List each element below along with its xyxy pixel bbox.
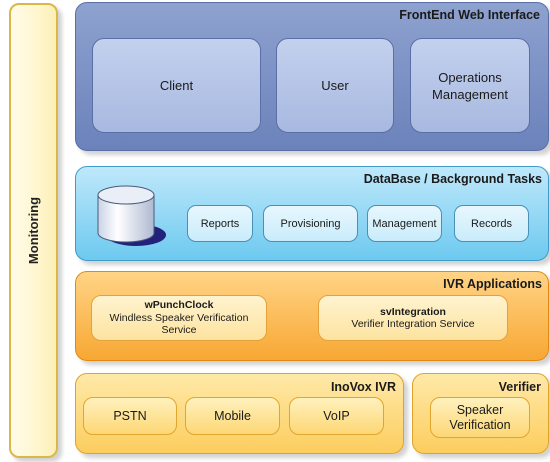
frontend-box-operations-management: Operations Management	[410, 38, 530, 133]
database-title: DataBase / Background Tasks	[363, 172, 542, 186]
frontend-box-client: Client	[92, 38, 261, 133]
database-box-label: Management	[372, 217, 437, 230]
ivr-app-name: svIntegration	[380, 305, 446, 318]
ivr-app-wpunchclock: wPunchClock Windless Speaker Verificatio…	[91, 295, 267, 341]
database-box-reports: Reports	[187, 205, 253, 242]
verifier-title: Verifier	[498, 380, 541, 394]
frontend-box-label: Operations Management	[432, 69, 508, 102]
verifier-box-speaker-verification: Speaker Verification	[430, 397, 530, 438]
database-cylinder-icon	[97, 185, 166, 246]
inovox-box-voip: VoIP	[289, 397, 384, 435]
database-box-label: Provisioning	[280, 217, 341, 230]
inovox-box-mobile: Mobile	[185, 397, 280, 435]
frontend-title: FrontEnd Web Interface	[399, 8, 540, 22]
inovox-box-pstn: PSTN	[83, 397, 177, 435]
inovox-box-label: Mobile	[214, 409, 251, 423]
inovox-ivr-title: InoVox IVR	[330, 380, 396, 394]
database-box-provisioning: Provisioning	[263, 205, 358, 242]
monitoring-panel	[9, 3, 58, 458]
database-box-label: Records	[471, 217, 512, 230]
ivr-app-description: Windless Speaker Verification Service	[109, 311, 249, 337]
database-box-label: Reports	[200, 217, 240, 230]
monitoring-label-wrap: Monitoring	[9, 3, 58, 458]
frontend-box-label: Client	[159, 78, 194, 93]
ivr-app-name: wPunchClock	[144, 299, 214, 312]
database-box-management: Management	[367, 205, 442, 242]
inovox-box-label: PSTN	[113, 409, 147, 423]
ivr-app-svintegration: svIntegration Verifier Integration Servi…	[318, 295, 508, 341]
ivr-applications-title: IVR Applications	[443, 277, 542, 291]
frontend-box-label: User	[321, 78, 349, 93]
frontend-box-user: User	[276, 38, 394, 133]
verifier-box-label: Speaker Verification	[449, 402, 511, 432]
database-box-records: Records	[454, 205, 529, 242]
inovox-box-label: VoIP	[323, 409, 350, 423]
ivr-app-description: Verifier Integration Service	[351, 318, 475, 330]
monitoring-label: Monitoring	[26, 196, 41, 265]
